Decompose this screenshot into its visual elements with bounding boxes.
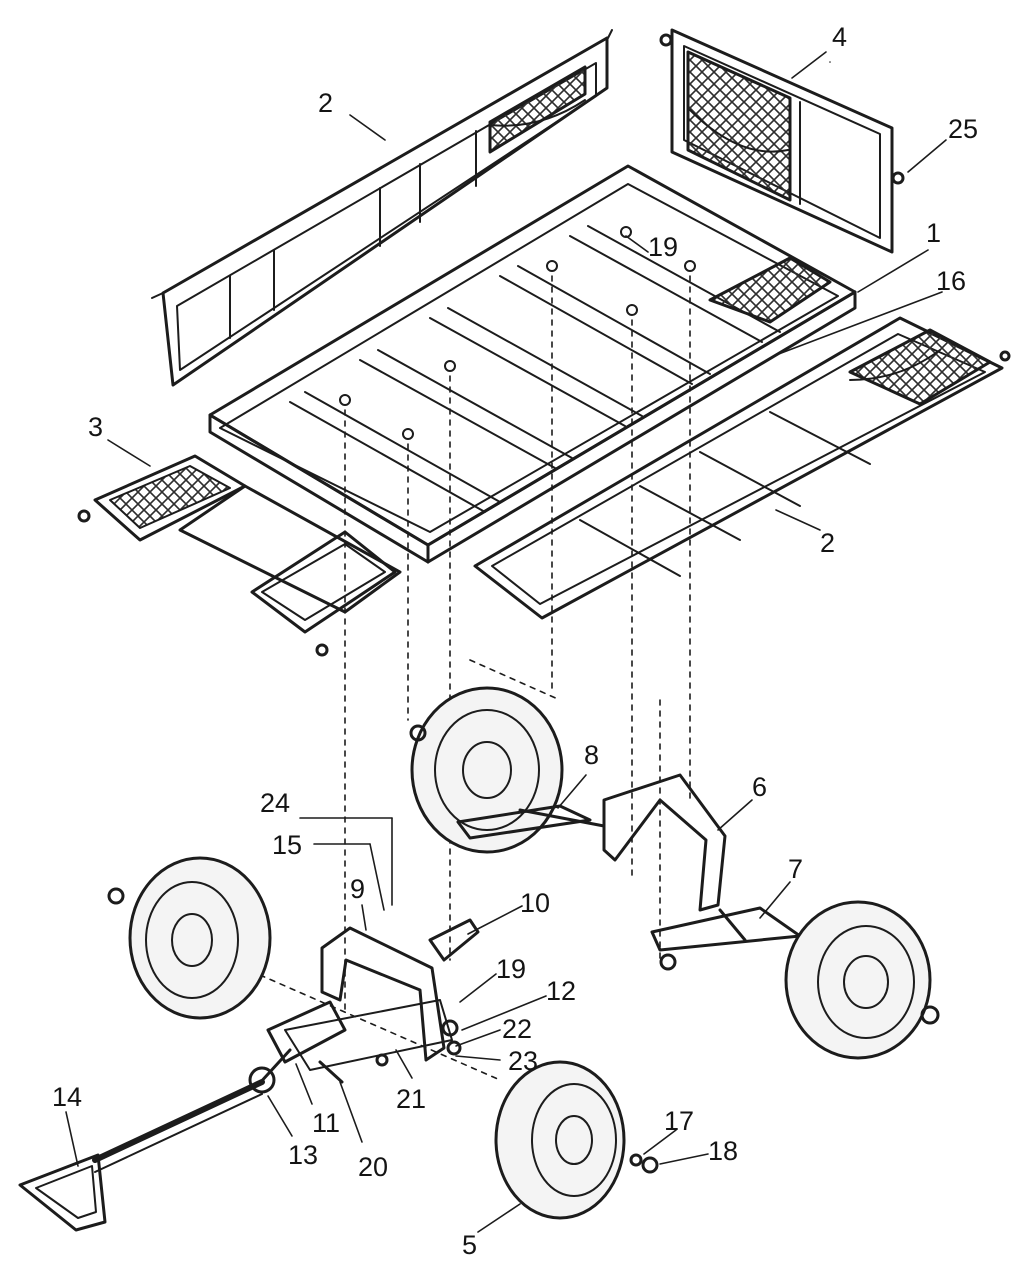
wheel-rear-right (784, 900, 940, 1060)
part-label-3: 3 (88, 412, 104, 442)
end-panel-rear (77, 454, 402, 657)
part-label-17: 17 (664, 1106, 695, 1136)
part-label-18: 18 (708, 1136, 739, 1166)
part-label-19-bottom: 19 (496, 954, 527, 984)
part-label-2-front: 2 (820, 528, 836, 558)
part-label-11: 11 (312, 1108, 341, 1138)
part-label-25: 25 (948, 114, 979, 144)
part-label-24: 24 (260, 788, 291, 818)
part-label-23: 23 (508, 1046, 539, 1076)
part-label-20: 20 (358, 1152, 389, 1182)
end-panel-front (659, 28, 905, 254)
part-label-21: 21 (396, 1084, 427, 1114)
wheel-front-left (107, 856, 272, 1020)
part-label-6: 6 (752, 772, 768, 802)
steering-frame (248, 918, 480, 1094)
assembly-lines (259, 275, 691, 1081)
part-label-7: 7 (788, 854, 804, 884)
pull-handle (18, 1079, 265, 1232)
part-label-1: 1 (926, 218, 942, 248)
part-label-8: 8 (584, 740, 600, 770)
wagon-bed (208, 164, 857, 564)
part-label-14: 14 (52, 1082, 83, 1112)
part-label-19-top: 19 (648, 232, 679, 262)
side-panel-back (151, 29, 613, 387)
part-label-10: 10 (520, 888, 551, 918)
part-label-2-back: 2 (318, 88, 334, 118)
part-label-12: 12 (546, 976, 577, 1006)
part-label-5: 5 (462, 1230, 478, 1260)
leader-lines (65, 51, 947, 1233)
part-label-16: 16 (936, 266, 967, 296)
part-label-15: 15 (272, 830, 303, 860)
side-panel-front (473, 316, 1011, 620)
wheel-front-right (494, 1060, 659, 1220)
part-label-22: 22 (502, 1014, 533, 1044)
part-label-13: 13 (288, 1140, 319, 1170)
part-label-9: 9 (350, 874, 366, 904)
part-label-4: 4 (832, 22, 848, 52)
